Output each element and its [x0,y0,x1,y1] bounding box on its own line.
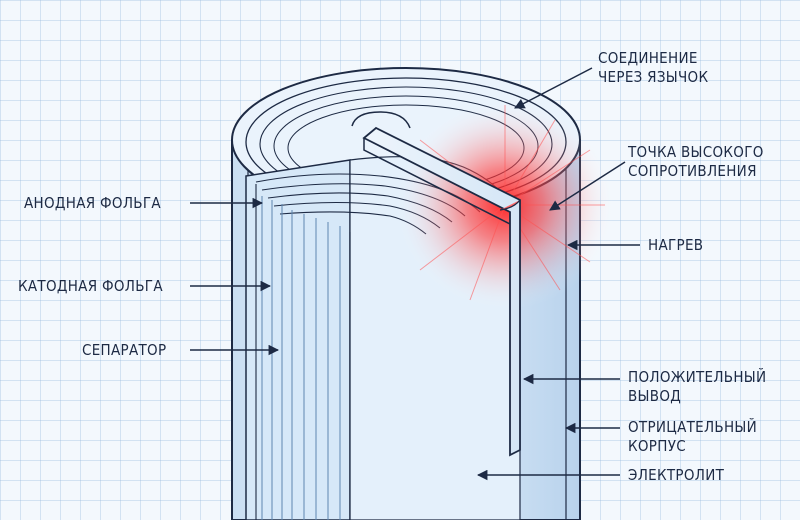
label-positive-lead: ПОЛОЖИТЕЛЬНЫЙ ВЫВОД [628,368,767,405]
label-electrolyte: ЭЛЕКТРОЛИТ [628,466,725,484]
label-heating: НАГРЕВ [648,236,704,254]
label-tab-connection: СОЕДИНЕНИЕ ЧЕРЕЗ ЯЗЫЧОК [598,49,709,86]
label-cathode-foil: КАТОДНАЯ ФОЛЬГА [18,277,163,295]
leader-lines [190,67,640,481]
positive-tab [351,111,521,457]
label-anode-foil: АНОДНАЯ ФОЛЬГА [24,194,161,212]
label-negative-case: ОТРИЦАТЕЛЬНЫЙ КОРПУС [628,418,758,455]
label-high-resistance-point: ТОЧКА ВЫСОКОГО СОПРОТИВЛЕНИЯ [628,143,764,180]
label-separator: СЕПАРАТОР [82,341,167,359]
